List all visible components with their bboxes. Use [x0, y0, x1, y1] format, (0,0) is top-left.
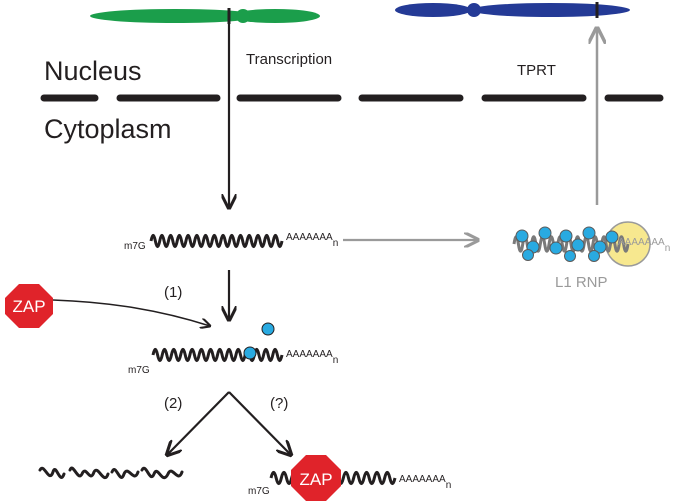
- zap-targeted-mrna: m7G AAAAAAAn: [128, 322, 338, 376]
- polya-tail: AAAAAAAn: [399, 474, 451, 491]
- zap-bound-label: ZAP: [299, 470, 332, 489]
- zap-label: ZAP: [12, 297, 45, 316]
- translation-block-arrow: [228, 391, 291, 455]
- cap-label: m7G: [248, 486, 270, 497]
- cap-label: m7G: [128, 365, 150, 376]
- polya-tail: AAAAAAAn: [286, 232, 338, 249]
- zap-recruitment-arrow: [52, 299, 210, 326]
- degradation-arrow: [167, 391, 230, 455]
- zap-protein: ZAP: [5, 284, 53, 328]
- orf1p-protein: [261, 322, 275, 336]
- rna-wave: [149, 233, 284, 249]
- cap-label: m7G: [124, 241, 146, 252]
- zap-bound-mrna: m7G ZAP AAAAAAAn: [248, 455, 451, 501]
- l1-rnp-label: L1 RNP: [555, 274, 608, 291]
- tprt-label: TPRT: [517, 62, 556, 79]
- transcription-label: Transcription: [246, 51, 332, 68]
- cytoplasm-label: Cytoplasm: [44, 114, 172, 144]
- step2-label: (2): [164, 395, 182, 412]
- polya-tail: AAAAAAAn: [286, 349, 338, 366]
- nucleus-label: Nucleus: [44, 56, 142, 86]
- zap-octagon: [291, 455, 341, 501]
- mrna-transcript: m7G AAAAAAAn: [124, 232, 338, 252]
- rnp-polya-tail: AAAAAAAn: [618, 237, 670, 254]
- rna-wave: [151, 347, 284, 363]
- step1-label: (1): [164, 284, 182, 301]
- rnp-rna-wave: [512, 235, 630, 253]
- target-chromosome: [395, 2, 630, 18]
- degraded-rna: [38, 466, 184, 480]
- l1-rnp: AAAAAAAn: [512, 221, 670, 267]
- step-unknown-label: (?): [270, 395, 288, 412]
- orf1p-protein: [243, 346, 257, 360]
- source-chromosome: [90, 8, 320, 24]
- orf1p-proteins: [515, 226, 619, 262]
